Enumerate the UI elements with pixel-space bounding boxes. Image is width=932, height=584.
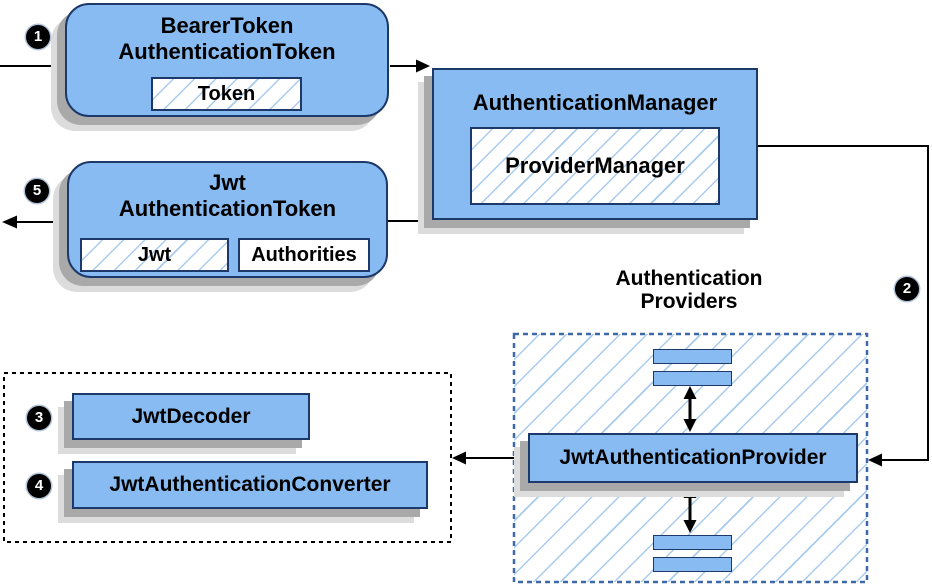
- jwt-decoder-node: JwtDecoder: [72, 393, 310, 440]
- provider-manager-field: ProviderManager: [470, 127, 720, 205]
- authentication-manager-title: AuthenticationManager: [472, 90, 718, 115]
- double-arrow-bottom-down-icon: [683, 520, 697, 533]
- token-field-label: Token: [197, 82, 256, 105]
- step-3-badge: 3: [27, 406, 51, 430]
- arrowhead-outgoing-icon: [2, 215, 17, 229]
- providers-label-line1: Authentication: [615, 267, 763, 290]
- double-arrow-bottom-up-icon: [683, 485, 697, 498]
- authorities-field-label: Authorities: [251, 243, 357, 266]
- authorities-field: Authorities: [238, 238, 370, 272]
- step-4-badge: 4: [27, 474, 51, 498]
- provider-manager-label: ProviderManager: [505, 153, 685, 178]
- bearer-token-title-line2: AuthenticationToken: [118, 39, 336, 64]
- authentication-providers-dashed-box: [512, 332, 869, 584]
- arrowhead-to-decoder-icon: [452, 451, 466, 465]
- provider-item-bar-3: [653, 535, 732, 550]
- providers-label-line2: Providers: [640, 290, 738, 313]
- provider-item-bar-1: [653, 349, 732, 364]
- bearer-token-title-line1: BearerToken: [160, 13, 294, 38]
- jwt-authentication-converter-node: JwtAuthenticationConverter: [72, 461, 428, 509]
- arrowhead-to-provider-icon: [868, 453, 882, 467]
- connector-manager-to-provider: [758, 145, 929, 461]
- decoder-converter-dashed-box: [3, 372, 452, 543]
- jwt-decoder-label: JwtDecoder: [131, 405, 251, 428]
- jwt-authentication-provider-label: JwtAuthenticationProvider: [559, 446, 827, 469]
- double-arrow-top-down-icon: [683, 419, 697, 432]
- arrowhead-to-manager-icon: [416, 59, 430, 73]
- jwt-authentication-token-node: Jwt AuthenticationToken Jwt Authorities: [67, 161, 388, 278]
- jwt-field: Jwt: [80, 238, 229, 272]
- jwt-authentication-converter-label: JwtAuthenticationConverter: [109, 473, 391, 496]
- provider-item-bar-2: [653, 371, 732, 386]
- jwt-field-label: Jwt: [137, 243, 172, 266]
- provider-item-bar-4: [653, 557, 732, 572]
- authentication-manager-node: AuthenticationManager ProviderManager: [432, 68, 758, 220]
- jwt-authentication-provider-node: JwtAuthenticationProvider: [528, 433, 858, 483]
- double-arrow-top-up-icon: [683, 386, 697, 399]
- step-5-badge: 5: [25, 179, 49, 203]
- token-field: Token: [151, 77, 302, 111]
- step-1-badge: 1: [26, 25, 50, 49]
- jwt-token-title-line2: AuthenticationToken: [118, 196, 337, 221]
- jwt-token-title-line1: Jwt: [209, 170, 246, 195]
- step-2-badge: 2: [895, 277, 919, 301]
- authentication-providers-label: Authentication Providers: [589, 267, 789, 313]
- bearer-token-authentication-token-node: BearerToken AuthenticationToken Token: [65, 3, 389, 117]
